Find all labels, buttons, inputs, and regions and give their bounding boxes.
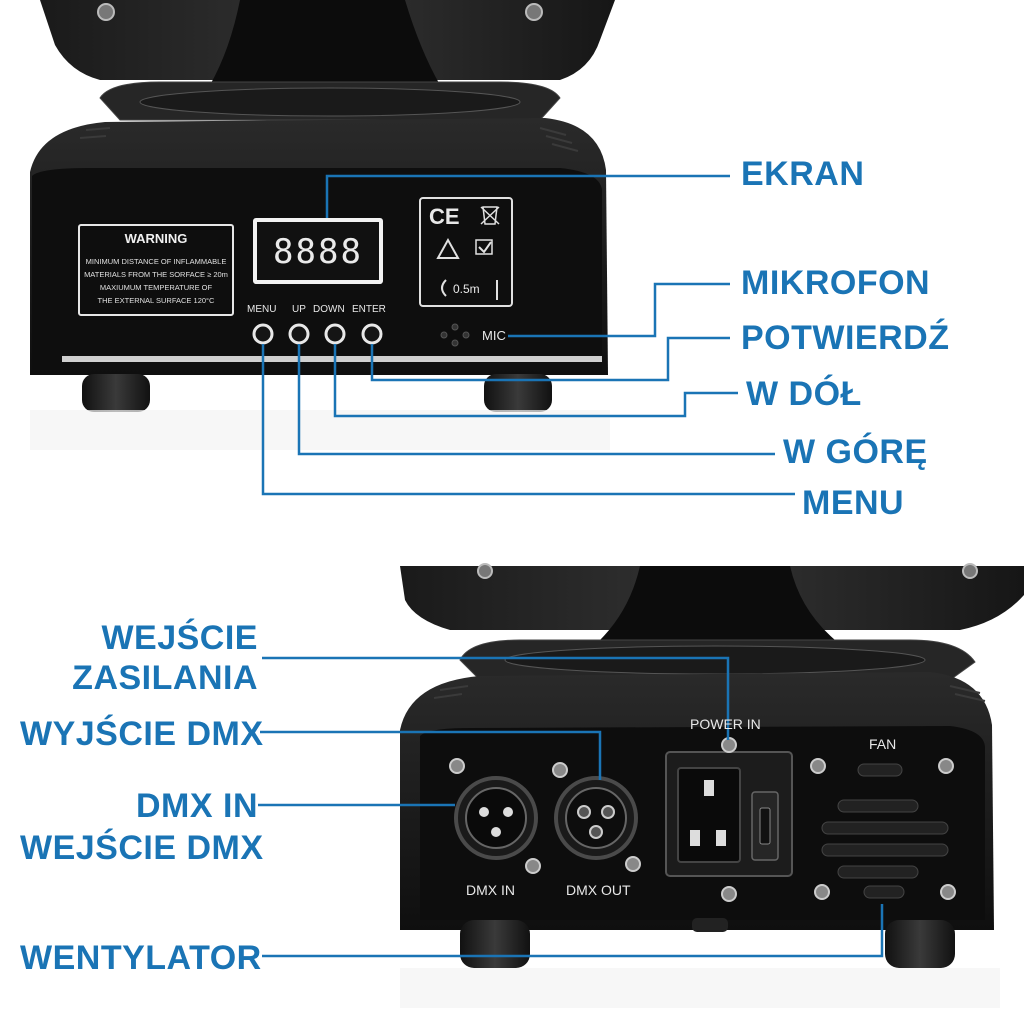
mic-grille — [440, 323, 470, 347]
leader-menu — [261, 344, 795, 496]
warning-line-4: THE EXTERNAL SURFACE 120°C — [97, 296, 215, 305]
leader-potwierdz — [370, 336, 730, 382]
callout-fan: WENTYLATOR — [20, 939, 262, 977]
enter-button — [361, 323, 383, 345]
top-head-screw-left — [97, 3, 115, 21]
bin-icon — [480, 206, 500, 225]
down-button-label: DOWN — [313, 304, 345, 315]
ce-mark: CE — [429, 204, 460, 229]
leader-w-dol — [333, 344, 738, 418]
distance-icon — [441, 279, 447, 297]
callout-w-gore: W GÓRĘ — [783, 433, 928, 471]
leader-mikrofon — [508, 282, 730, 338]
up-button-label: UP — [292, 304, 306, 315]
top-rotation-ring — [139, 87, 521, 117]
bottom-side-vents — [433, 685, 986, 702]
warning-line-2: MATERIALS FROM THE SORFACE ≥ 20m — [84, 270, 228, 279]
dmx-in-connector — [449, 758, 541, 874]
mic-label: MIC — [482, 328, 506, 343]
top-device — [30, 0, 615, 450]
warning-title: WARNING — [124, 231, 188, 246]
warning-line-1: MINIMUM DISTANCE OF INFLAMMABLE — [85, 257, 227, 266]
warning-label: WARNING MINIMUM DISTANCE OF INFLAMMABLE … — [78, 224, 234, 316]
lcd-display: 8888 — [253, 218, 383, 284]
distance-label: 0.5m — [453, 282, 480, 296]
bottom-neck — [600, 566, 835, 640]
menu-button-label: MENU — [247, 304, 277, 315]
callout-dmx-out: WYJŚCIE DMX — [20, 715, 264, 753]
cert-box — [419, 197, 513, 307]
down-button — [324, 323, 346, 345]
fan-grille — [810, 758, 956, 900]
bottom-device — [400, 563, 1024, 1008]
dmx-out-label: DMX OUT — [566, 882, 631, 898]
callout-menu: MENU — [802, 484, 905, 522]
top-foot-left — [82, 374, 150, 412]
callout-w-dol: W DÓŁ — [746, 375, 862, 413]
up-button — [288, 323, 310, 345]
warning-line-3: MAXIUMUM TEMPERATURE OF — [99, 283, 213, 292]
leader-ekran — [325, 174, 730, 226]
dmx-out-connector — [552, 762, 641, 872]
callout-potwierdz: POTWIERDŹ — [741, 319, 950, 357]
leader-w-gore — [297, 344, 775, 456]
leader-power — [262, 656, 730, 740]
bottom-foot-left — [460, 920, 530, 968]
callout-mikrofon: MIKROFON — [741, 264, 931, 302]
bottom-rotation-ring — [504, 645, 926, 675]
callout-power-line-2: ZASILANIA — [72, 659, 258, 697]
top-head-screw-right — [525, 3, 543, 21]
bottom-leader-lines — [258, 656, 884, 958]
power-inlet — [665, 737, 793, 902]
top-foot-right — [484, 374, 552, 412]
bottom-foot-center — [692, 918, 728, 932]
callout-ekran: EKRAN — [741, 155, 865, 193]
callout-power-line-1: WEJŚCIE — [101, 619, 258, 657]
callout-dmx-in-line-1: DMX IN — [136, 787, 258, 825]
lcd-digits: 8888 — [273, 232, 363, 272]
top-side-vents — [79, 127, 579, 152]
dmx-in-label: DMX IN — [466, 882, 515, 898]
warning-triangle-icon — [436, 237, 460, 259]
bottom-head-screw-right — [962, 563, 978, 579]
power-in-label: POWER IN — [690, 716, 761, 732]
leader-fan — [262, 904, 884, 958]
top-leader-lines — [261, 174, 795, 496]
fan-label: FAN — [869, 736, 897, 752]
top-chrome-strip — [62, 356, 602, 362]
leader-dmx-out — [260, 730, 602, 780]
bottom-head-screw-left — [477, 563, 493, 579]
check-box-icon — [475, 239, 493, 255]
bottom-foot-right — [885, 920, 955, 968]
menu-button — [252, 323, 274, 345]
callout-dmx-in-line-2: WEJŚCIE DMX — [20, 829, 264, 867]
top-neck — [210, 0, 440, 85]
enter-button-label: ENTER — [352, 304, 386, 315]
